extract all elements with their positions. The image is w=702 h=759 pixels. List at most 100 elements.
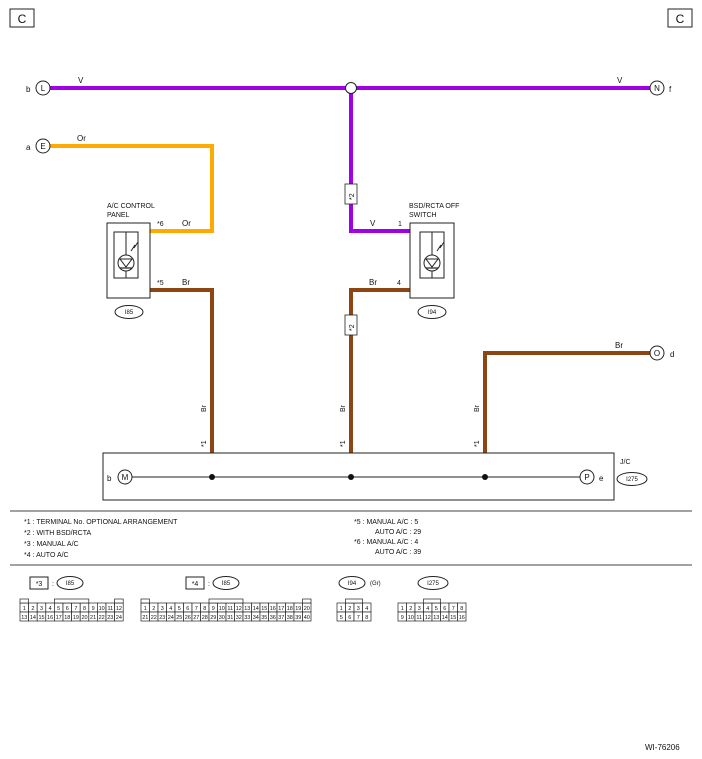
pin-number: 12	[425, 615, 431, 621]
corner-label-right: C	[667, 8, 693, 28]
cv1-tag: *3	[36, 581, 43, 588]
connector-N-side: f	[669, 85, 672, 94]
pin-number: 10	[408, 615, 414, 621]
ac-pin-bottom-mark: *5	[157, 280, 164, 287]
wire-brown-right	[483, 351, 650, 453]
wire-label-bsd-br: Br	[369, 278, 377, 287]
star1-mark-mid: *1	[340, 440, 347, 447]
pin-number: 22	[151, 615, 157, 621]
connector-P-letter: P	[584, 473, 589, 482]
pin-number: 2	[348, 606, 351, 612]
pin-number: 5	[178, 606, 181, 612]
pin-number: 6	[348, 615, 351, 621]
pin-number: 20	[81, 615, 87, 621]
pin-number: 11	[227, 606, 233, 612]
connector-view-header-4: I275	[417, 576, 449, 590]
corner-label-left: C	[9, 8, 35, 28]
pin-number: 1	[23, 606, 26, 612]
pin-number: 9	[212, 606, 215, 612]
connector-E: a E	[26, 138, 51, 154]
pin-number: 4	[49, 606, 52, 612]
pin-number: 9	[401, 615, 404, 621]
pin-number: 32	[236, 615, 242, 621]
pin-number: 15	[261, 606, 267, 612]
cv1-id: I85	[66, 581, 75, 587]
pin-number: 12	[236, 606, 242, 612]
pin-number: 38	[287, 615, 293, 621]
cv3-id: I94	[348, 581, 357, 587]
note-left-2: *2 : WITH BSD/RCTA	[24, 530, 91, 537]
pin-number: 10	[99, 606, 105, 612]
pin-number: 19	[295, 606, 301, 612]
cv3-color: (Gr)	[370, 581, 381, 587]
wire-orange	[50, 144, 214, 233]
connector-O: O d	[649, 345, 674, 361]
pin-number: 23	[159, 615, 165, 621]
pin-number: 18	[64, 615, 70, 621]
pin-number: 6	[443, 606, 446, 612]
cv2-id: I85	[222, 581, 231, 587]
pin-number: 17	[278, 606, 284, 612]
pin-number: 21	[142, 615, 148, 621]
notes-right: *5 : MANUAL A/C : 5 AUTO A/C : 29 *6 : M…	[354, 519, 421, 556]
led-icon	[117, 232, 139, 278]
connector-view-header-3: I94 (Gr)	[338, 576, 381, 590]
pin-number: 3	[40, 606, 43, 612]
cv2-colon: :	[208, 581, 210, 588]
pin-number: 22	[99, 615, 105, 621]
pin-number: 2	[152, 606, 155, 612]
pin-number: 24	[116, 615, 122, 621]
pin-number: 6	[186, 606, 189, 612]
pin-number: 8	[365, 615, 368, 621]
pin-number: 2	[409, 606, 412, 612]
pin-number: 29	[210, 615, 216, 621]
pin-number: 1	[401, 606, 404, 612]
ac-panel-title-1: A/C CONTROL	[107, 203, 155, 210]
pin-number: 31	[227, 615, 233, 621]
pin-number: 19	[73, 615, 79, 621]
star2-mark-upper: *2	[344, 183, 358, 205]
connector-O-letter: O	[654, 349, 660, 358]
bsd-pin-top: 1	[398, 221, 402, 228]
pin-number: 20	[304, 606, 310, 612]
note-right-3: *6 : MANUAL A/C : 4	[354, 539, 418, 546]
pin-number: 25	[176, 615, 182, 621]
ac-control-panel: A/C CONTROL PANEL *6 *5 I85	[106, 203, 164, 319]
pin-number: 33	[244, 615, 250, 621]
connector-L-letter: L	[41, 84, 46, 93]
wire-label-top-left: V	[78, 76, 84, 85]
corner-label-right-text: C	[676, 12, 685, 26]
bsd-title-2: SWITCH	[409, 212, 437, 219]
pin-number: 5	[340, 615, 343, 621]
ac-panel-id: I85	[125, 310, 134, 316]
star1-mark-right: *1	[474, 440, 481, 447]
wire-label-vert-right: Br	[474, 404, 481, 412]
pin-number: 14	[30, 615, 36, 621]
jc-title: J/C	[620, 459, 631, 466]
pin-number: 14	[442, 615, 448, 621]
note-right-4: AUTO A/C : 39	[375, 549, 421, 556]
ac-pin-top-mark: *6	[157, 221, 164, 228]
pin-number: 21	[90, 615, 96, 621]
wire-label-top-right: V	[617, 76, 623, 85]
pin-number: 18	[287, 606, 293, 612]
pin-number: 3	[418, 606, 421, 612]
pin-number: 16	[459, 615, 465, 621]
connector-view-header-1: *3 : I85	[29, 576, 84, 590]
pin-number: 4	[426, 606, 429, 612]
wire-label-right-br: Br	[615, 341, 623, 350]
pin-number: 4	[365, 606, 368, 612]
cv2-tag: *4	[192, 581, 199, 588]
pin-number: 13	[433, 615, 439, 621]
jc-id: I275	[626, 477, 638, 483]
wire-violet-drop	[349, 88, 410, 233]
wire-label-orange: Or	[77, 134, 86, 143]
pin-number: 36	[270, 615, 276, 621]
note-left-1: *1 : TERMINAL No. OPTIONAL ARRANGEMENT	[24, 519, 178, 526]
connector-L-side: b	[26, 85, 31, 94]
pin-number: 24	[168, 615, 174, 621]
connector-M-side: b	[107, 474, 112, 483]
